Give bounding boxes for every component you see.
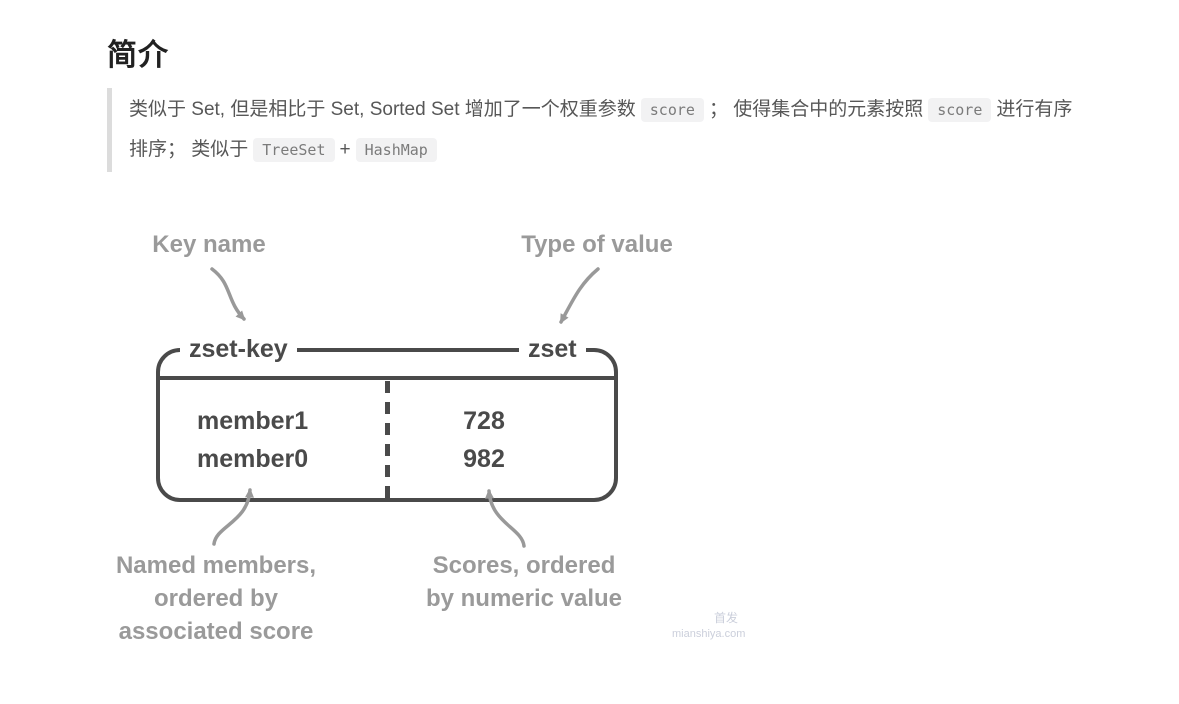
zset-key-label: zset-key [180,334,297,364]
inline-code: score [640,98,704,122]
inline-code: HashMap [355,138,437,162]
scores-caption-line: by numeric value [425,585,623,612]
watermark-badge: 首发 [713,611,738,625]
score-cell: 728 [463,407,505,435]
zset-diagram-box [156,348,618,502]
scores-caption: Scores, ordered by numeric value [399,549,649,615]
scores-column: 728 982 [438,402,530,478]
quote-text: ； 使得集合中的元素按照 [708,99,924,120]
blockquote-line: 类似于 Set, 但是相比于 Set, Sorted Set 增加了一个权重参数… [129,90,1174,130]
type-of-value-annotation: Type of value [521,231,673,258]
scores-caption-arrow [484,489,526,548]
zset-type-label: zset [519,334,586,364]
members-column: member1 member0 [197,402,308,478]
quote-text: + [339,139,351,160]
members-caption-line: ordered by [153,585,279,612]
type-of-value-arrow [559,267,600,324]
watermark: 首发 mianshiya.com [672,609,746,640]
page-title: 简介 [107,39,169,72]
members-caption-line: Named members, [115,552,317,579]
quote-text: 排序； 类似于 [129,139,249,160]
quote-text: 类似于 Set, 但是相比于 Set, Sorted Set 增加了一个权重参数 [129,99,636,120]
member-cell: member1 [197,407,309,435]
quote-text: 进行有序 [996,99,1073,120]
inline-code: score [928,98,992,122]
key-name-arrow [210,267,246,321]
inline-code: TreeSet [253,138,335,162]
member-cell: member0 [197,445,309,473]
score-cell: 982 [463,445,505,473]
watermark-site: mianshiya.com [672,628,746,640]
intro-blockquote: 类似于 Set, 但是相比于 Set, Sorted Set 增加了一个权重参数… [107,88,1174,172]
scores-caption-line: Scores, ordered [432,552,616,579]
members-caption-arrow [212,488,255,546]
members-caption: Named members, ordered by associated sco… [91,549,341,648]
key-name-annotation: Key name [152,231,266,258]
members-caption-line: associated score [118,618,314,645]
